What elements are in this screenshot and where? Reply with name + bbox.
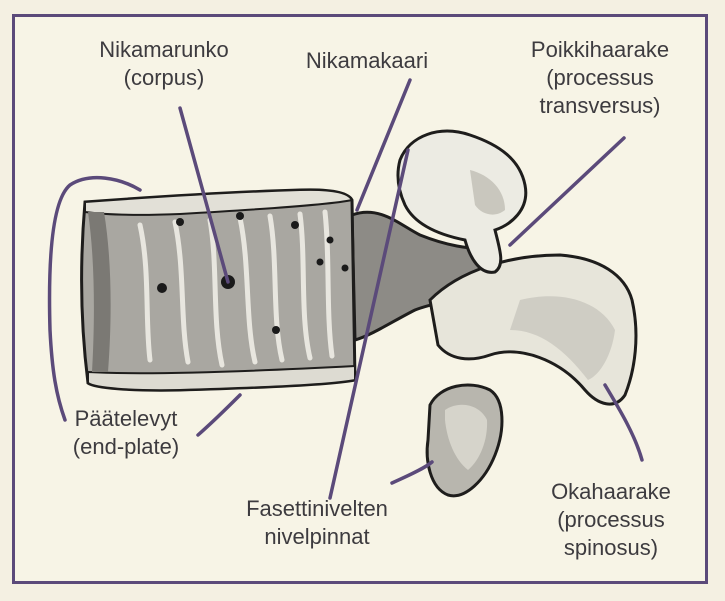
vertebral-body — [82, 190, 355, 390]
leader-facet-2 — [392, 462, 432, 483]
label-spinous: Okahaarake (processus spinosus) — [518, 478, 704, 562]
label-endplate: Päätelevyt (end-plate) — [46, 405, 206, 461]
label-arch: Nikamakaari — [272, 47, 462, 75]
label-facet: Fasettinivelten nivelpinnat — [212, 495, 422, 551]
label-corpus: Nikamarunko (corpus) — [58, 36, 270, 92]
label-transverse: Poikkihaarake (processus transversus) — [500, 36, 700, 120]
